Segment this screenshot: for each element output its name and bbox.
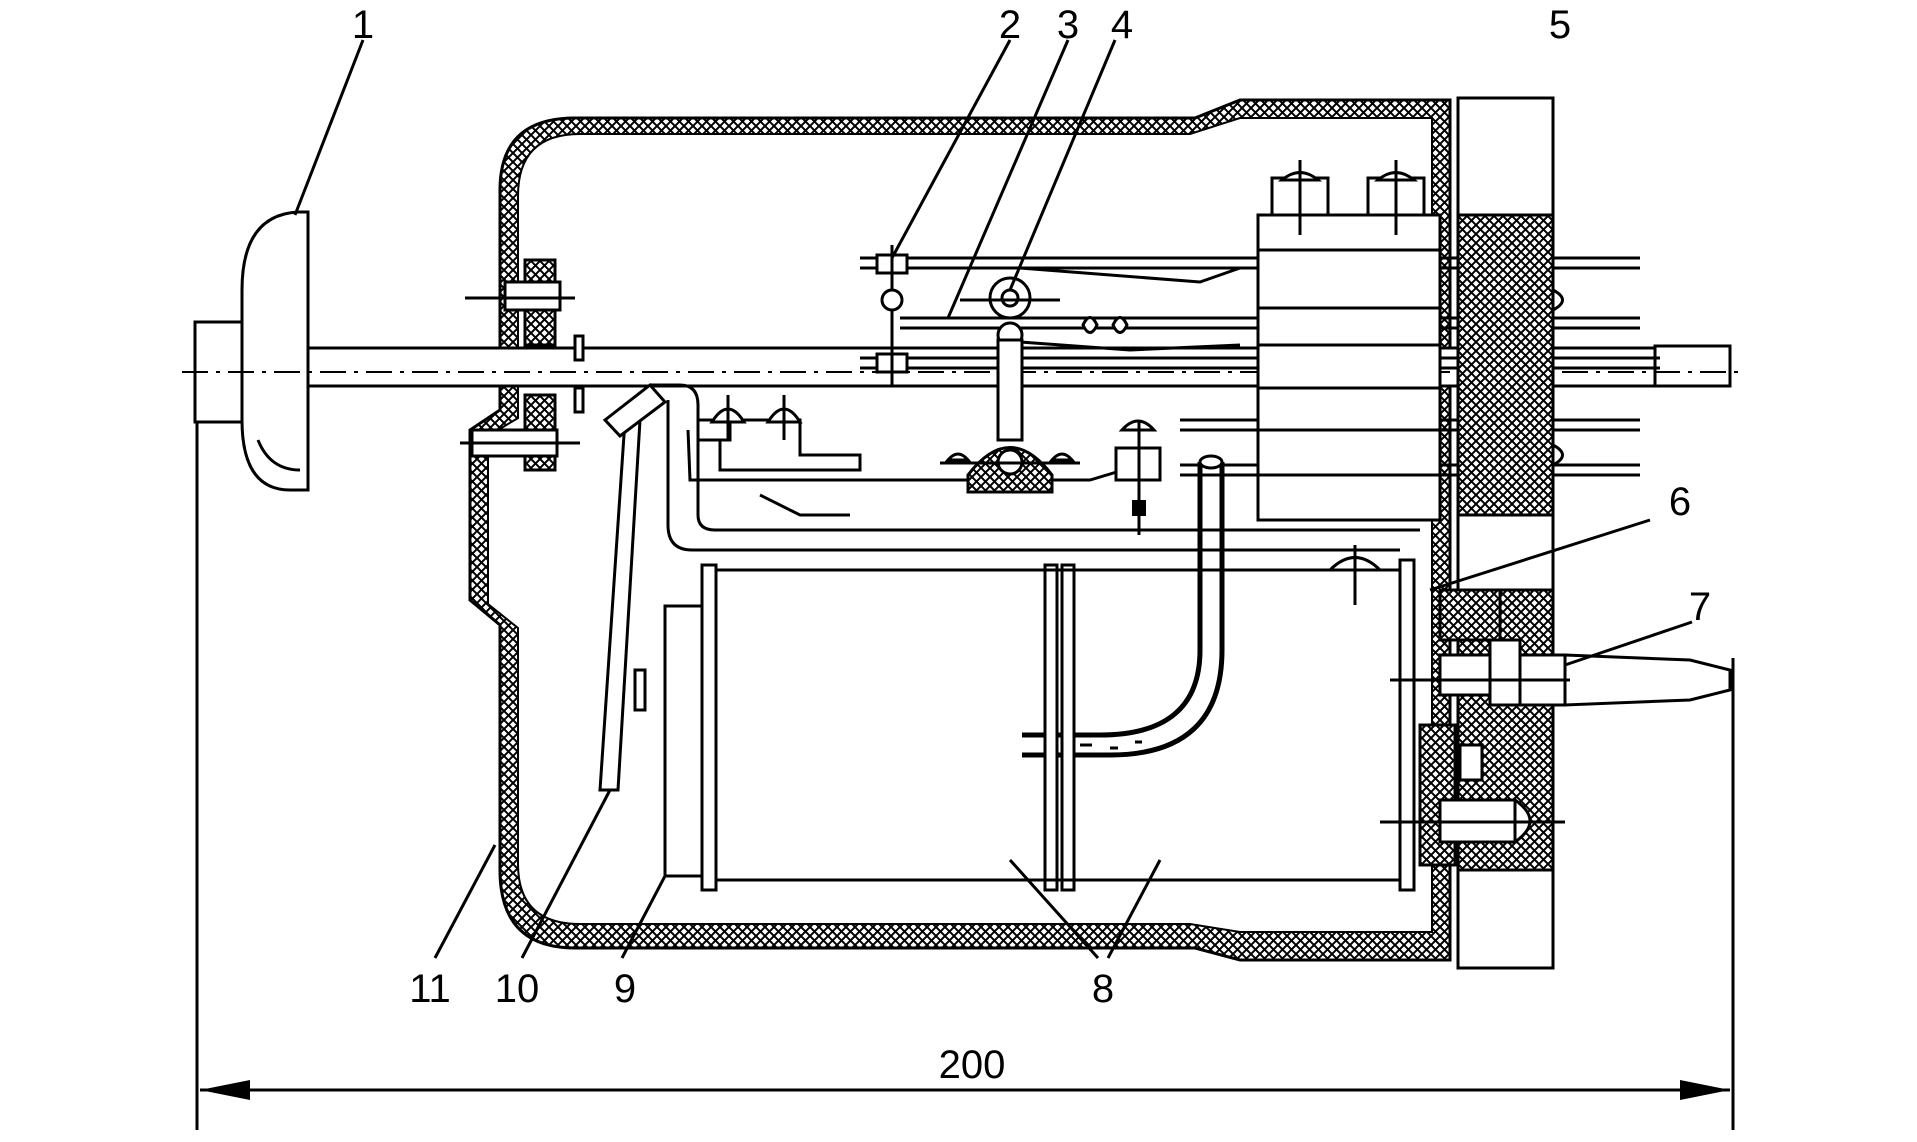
lever xyxy=(598,382,668,792)
rivets xyxy=(709,395,803,440)
callout-labels: 1 2 3 4 5 6 7 8 9 10 11 xyxy=(352,3,1711,1011)
callout-11: 11 xyxy=(409,967,451,1011)
front-bushing xyxy=(460,258,585,472)
dimension-label: 200 xyxy=(939,1043,1006,1087)
coil-bobbin xyxy=(700,545,1416,892)
callout-3: 3 xyxy=(1057,3,1079,47)
callout-6: 6 xyxy=(1669,480,1691,524)
callout-4: 4 xyxy=(1111,3,1133,47)
callout-7: 7 xyxy=(1689,585,1711,629)
dimension-200: 200 xyxy=(195,418,1735,1130)
pivot-bearing xyxy=(940,419,1162,535)
armature-plate xyxy=(663,604,704,878)
callout-2: 2 xyxy=(999,3,1021,47)
callout-5: 5 xyxy=(1549,3,1571,47)
wire-guide-tube xyxy=(1022,454,1225,758)
frame-bracket xyxy=(650,383,1420,552)
callout-9: 9 xyxy=(614,967,636,1011)
callout-8: 8 xyxy=(1092,967,1114,1011)
leader-lines xyxy=(293,39,1693,960)
callout-10: 10 xyxy=(495,967,540,1011)
callout-1: 1 xyxy=(352,3,374,47)
connector-pin xyxy=(1380,588,1732,867)
